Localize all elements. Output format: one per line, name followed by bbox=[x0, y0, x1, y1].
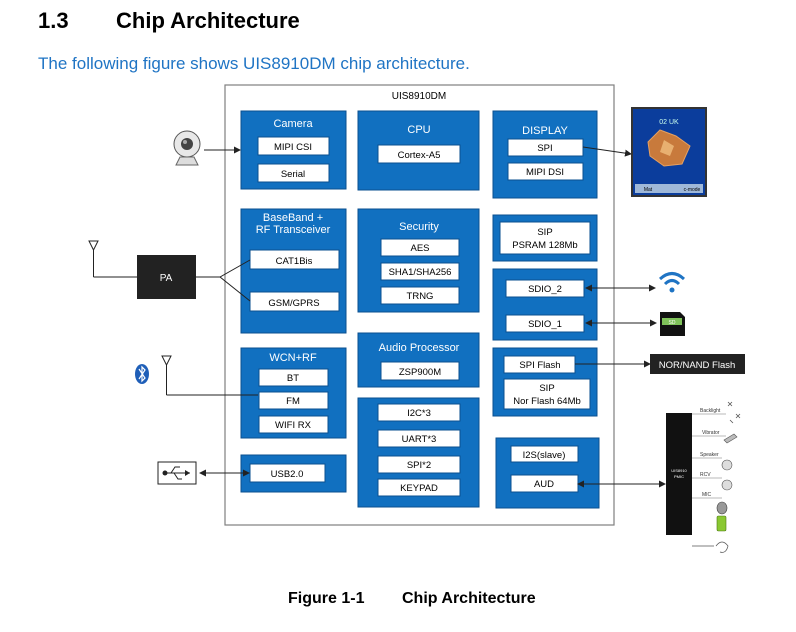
security-title: Security bbox=[399, 221, 439, 233]
pmic-sub-label: PMIC bbox=[674, 474, 684, 479]
section-title: Chip Architecture bbox=[116, 8, 300, 33]
audio-item-zsp: ZSP900M bbox=[399, 367, 441, 378]
display-connection bbox=[582, 146, 632, 157]
baseband-item-gsm: GSM/GPRS bbox=[268, 298, 319, 309]
cpu-title: CPU bbox=[407, 124, 430, 136]
figure-title: Chip Architecture bbox=[402, 590, 536, 607]
display-item-mipi-dsi: MIPI DSI bbox=[526, 167, 564, 178]
security-block: Security AES SHA1/SHA256 TRNG bbox=[357, 208, 480, 313]
audio-processor-block: Audio Processor ZSP900M bbox=[357, 332, 480, 388]
sip-nor-subtitle: Nor Flash 64Mb bbox=[513, 396, 581, 407]
periph-item-spi: SPI*2 bbox=[407, 460, 431, 471]
pa-to-gsm bbox=[196, 276, 251, 302]
figure-caption: Figure 1-1 Chip Architecture bbox=[288, 590, 536, 608]
chip-name: UIS8910DM bbox=[392, 91, 446, 102]
cpu-block: CPU Cortex-A5 bbox=[357, 110, 480, 191]
sdio-item-1: SDIO_1 bbox=[528, 319, 562, 330]
usb-block: USB2.0 bbox=[240, 454, 347, 493]
wifi-icon bbox=[658, 272, 686, 293]
i2s-item: I2S(slave) bbox=[523, 450, 566, 461]
pmic-label-mic: MIC bbox=[702, 492, 712, 498]
sd-card-icon: SD bbox=[660, 312, 685, 336]
sip-psram-title: SIP bbox=[537, 227, 552, 238]
wcn-item-fm: FM bbox=[286, 396, 300, 407]
spi-flash-block: SPI Flash SIP Nor Flash 64Mb bbox=[492, 347, 598, 417]
camera-item-mipi-csi: MIPI CSI bbox=[274, 142, 312, 153]
nor-nand-block bbox=[650, 354, 745, 374]
sdio-block: SDIO_2 SDIO_1 bbox=[492, 268, 598, 341]
peripherals-block: I2C*3 UART*3 SPI*2 KEYPAD bbox=[357, 397, 480, 508]
periph-item-i2c: I2C*3 bbox=[407, 408, 431, 419]
section-heading: 1.3 Chip Architecture bbox=[38, 8, 300, 34]
pmic-label-speaker: Speaker bbox=[700, 452, 719, 458]
sip-psram-block: SIP PSRAM 128Mb bbox=[492, 214, 598, 262]
pmic-label-rcv: RCV bbox=[700, 472, 711, 478]
baseband-block: BaseBand + RF Transceiver CAT1Bis GSM/GP… bbox=[240, 208, 347, 334]
bluetooth-icon bbox=[135, 364, 149, 384]
phone-softkey-right: c-mode bbox=[684, 187, 701, 193]
spi-flash-item: SPI Flash bbox=[519, 360, 560, 371]
phone-display-icon: 02 UK Mat c-mode bbox=[631, 107, 707, 197]
security-item-sha: SHA1/SHA256 bbox=[389, 267, 452, 278]
section-number: 1.3 bbox=[38, 8, 69, 33]
baseband-item-cat1bis: CAT1Bis bbox=[276, 256, 313, 267]
usb-item: USB2.0 bbox=[271, 469, 304, 480]
pmic-peripherals-icon: UIS8910 PMIC Backlight Vibrator Speaker … bbox=[666, 401, 741, 553]
antenna-icon bbox=[88, 240, 99, 277]
display-title: DISPLAY bbox=[522, 125, 568, 137]
camera-block: Camera MIPI CSI Serial bbox=[240, 110, 347, 190]
periph-item-uart: UART*3 bbox=[402, 434, 437, 445]
phone-softkey-left: Mat bbox=[644, 187, 653, 193]
pmic-label-backlight: Backlight bbox=[700, 408, 721, 414]
cpu-item-cortex: Cortex-A5 bbox=[398, 150, 441, 161]
camera-item-serial: Serial bbox=[281, 169, 305, 180]
periph-item-keypad: KEYPAD bbox=[400, 483, 438, 494]
wcn-block: WCN+RF BT FM WIFI RX bbox=[240, 347, 347, 439]
figure-number: Figure 1-1 bbox=[288, 590, 365, 607]
sd-card-label: SD bbox=[669, 320, 676, 326]
security-item-aes: AES bbox=[410, 243, 429, 254]
pmic-chip-label: UIS8910 bbox=[671, 468, 687, 473]
audio-title: Audio Processor bbox=[379, 342, 460, 354]
sip-psram-subtitle: PSRAM 128Mb bbox=[512, 240, 577, 251]
phone-screen-text: 02 UK bbox=[659, 119, 679, 126]
intro-text: The following figure shows UIS8910DM chi… bbox=[38, 54, 470, 73]
pa-label: PA bbox=[160, 273, 173, 284]
pmic-label-vibrator: Vibrator bbox=[702, 430, 720, 436]
camera-title: Camera bbox=[273, 118, 313, 130]
wcn-item-wifi-rx: WIFI RX bbox=[275, 420, 312, 431]
aud-item: AUD bbox=[534, 479, 554, 490]
sip-nor-title: SIP bbox=[539, 383, 554, 394]
security-item-trng: TRNG bbox=[407, 291, 434, 302]
sdio-item-2: SDIO_2 bbox=[528, 284, 562, 295]
wcn-item-bt: BT bbox=[287, 373, 299, 384]
baseband-title-line2: RF Transceiver bbox=[256, 224, 331, 236]
i2s-block: I2S(slave) AUD bbox=[495, 437, 600, 509]
display-block: DISPLAY SPI MIPI DSI bbox=[492, 110, 598, 199]
pa-block bbox=[137, 255, 196, 299]
usb-icon bbox=[157, 461, 197, 485]
display-item-spi: SPI bbox=[537, 143, 552, 154]
wcn-title: WCN+RF bbox=[269, 352, 317, 364]
webcam-icon bbox=[173, 130, 201, 166]
antenna-icon bbox=[161, 355, 172, 395]
baseband-title: BaseBand + bbox=[263, 212, 323, 224]
nor-nand-label: NOR/NAND Flash bbox=[659, 360, 736, 371]
